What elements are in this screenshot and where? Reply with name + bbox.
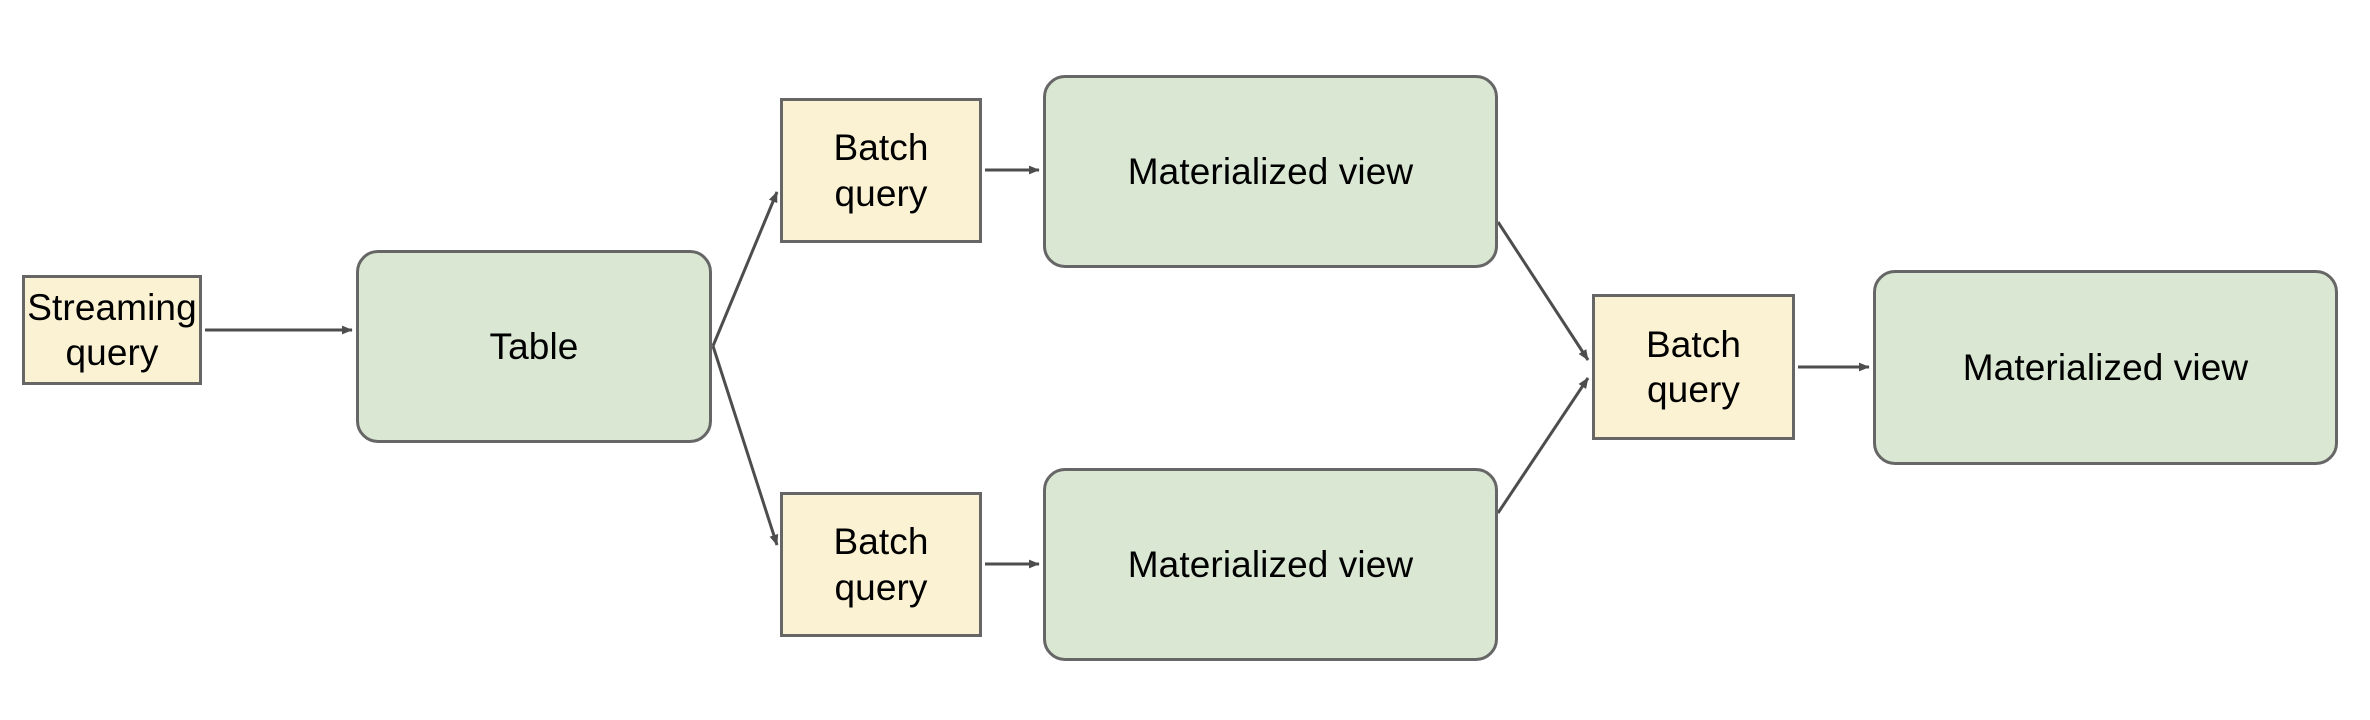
- edge-mv-top-to-batch-query-center: [1496, 221, 1590, 361]
- node-streaming-query[interactable]: Streaming query: [22, 275, 202, 385]
- node-batch-query-bottom-label: Batch query: [833, 521, 929, 608]
- node-streaming-query-label: Streaming query: [27, 286, 197, 373]
- node-materialized-view-top[interactable]: Materialized view: [1043, 75, 1498, 268]
- edge-table-to-batch-query-top: [711, 191, 779, 347]
- node-batch-query-bottom[interactable]: Batch query: [780, 492, 982, 637]
- node-batch-query-center[interactable]: Batch query: [1592, 294, 1795, 440]
- node-materialized-view-right[interactable]: Materialized view: [1873, 270, 2338, 465]
- node-table-label: Table: [489, 325, 579, 367]
- node-batch-query-center-label: Batch query: [1645, 323, 1742, 410]
- node-batch-query-top-label: Batch query: [833, 127, 929, 214]
- node-table[interactable]: Table: [356, 250, 712, 443]
- node-materialized-view-top-label: Materialized view: [1127, 150, 1414, 192]
- edge-mv-bottom-to-batch-query-center: [1496, 377, 1590, 514]
- node-materialized-view-right-label: Materialized view: [1962, 346, 2249, 388]
- node-materialized-view-bottom-label: Materialized view: [1127, 543, 1414, 585]
- node-materialized-view-bottom[interactable]: Materialized view: [1043, 468, 1498, 661]
- edge-table-to-batch-query-bottom: [711, 345, 779, 546]
- node-batch-query-top[interactable]: Batch query: [780, 98, 982, 243]
